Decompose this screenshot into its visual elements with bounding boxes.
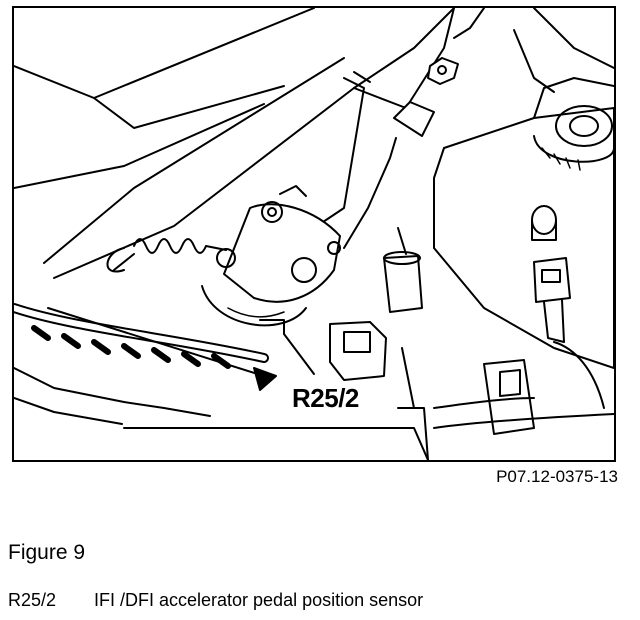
figure-reference-code: P07.12-0375-13 (496, 467, 618, 486)
engine-illustration: R25/2 (12, 6, 616, 462)
line-drawing (14, 8, 614, 460)
figure-title: Figure 9 (8, 541, 86, 564)
legend-description: IFI /DFI accelerator pedal position sens… (94, 590, 424, 610)
legend-code: R25/2 (8, 590, 57, 610)
legend-row: R25/2 IFI /DFI accelerator pedal positio… (8, 590, 423, 611)
callout-label-r25-2: R25/2 (290, 383, 361, 413)
